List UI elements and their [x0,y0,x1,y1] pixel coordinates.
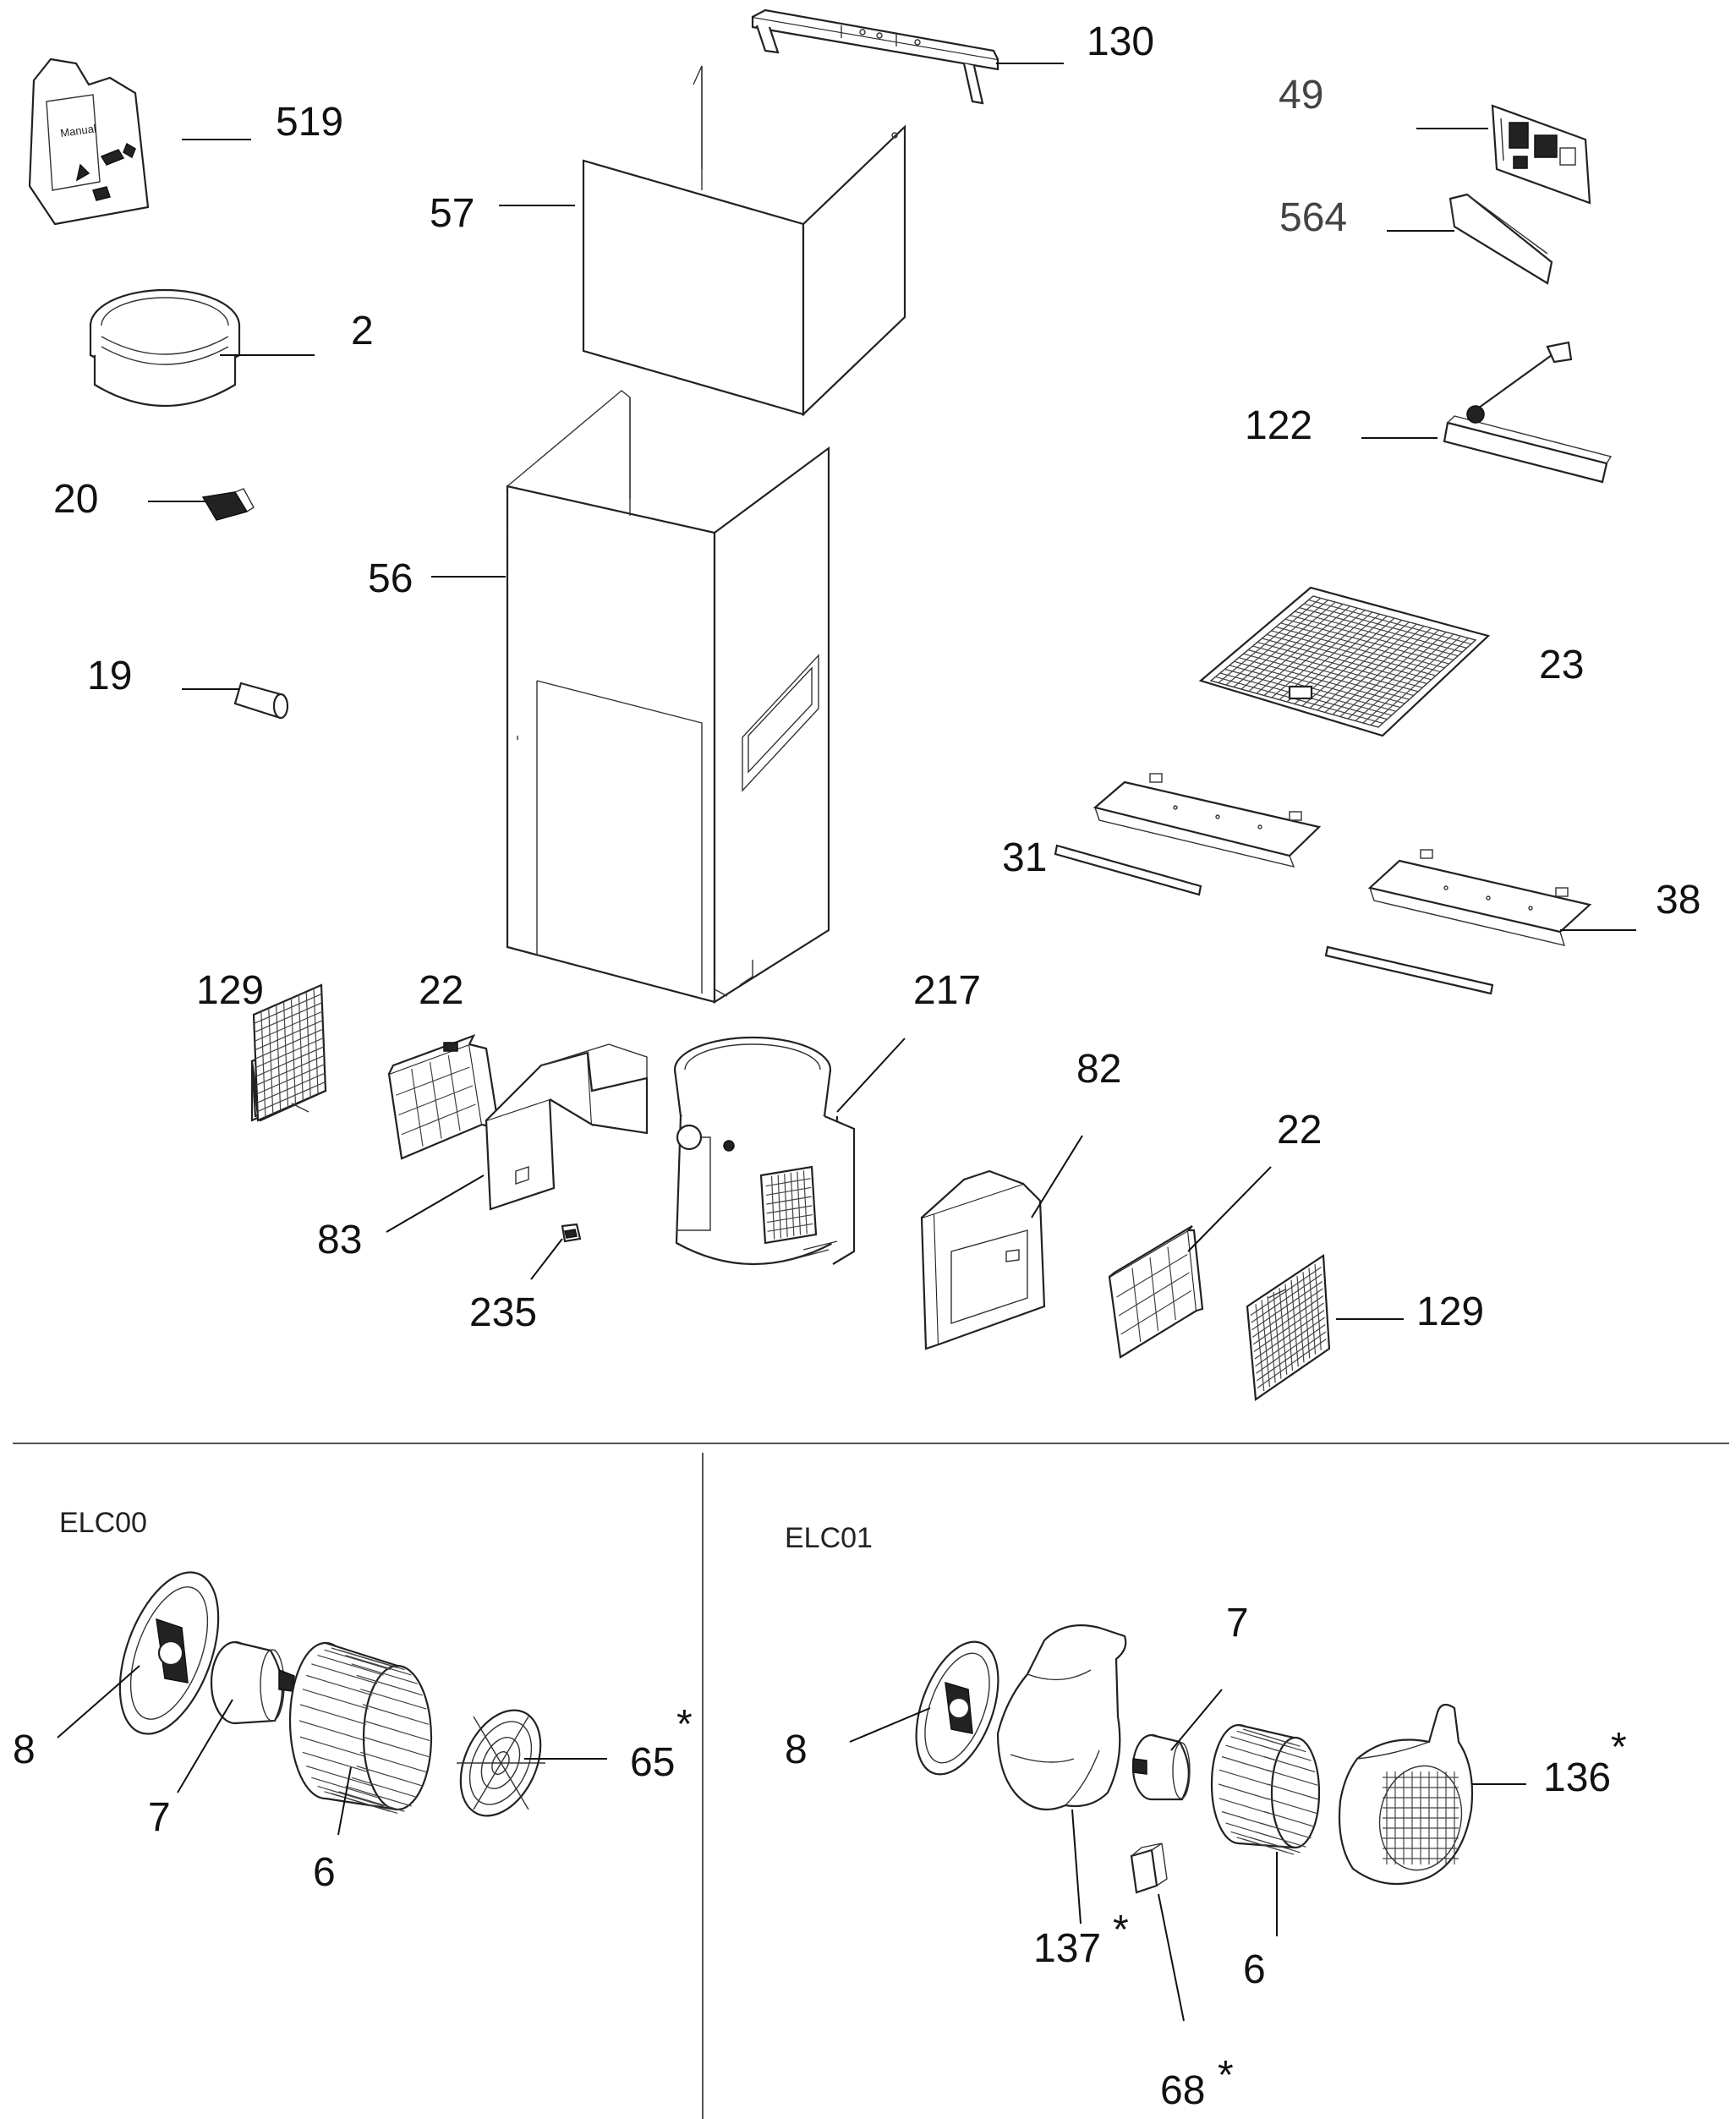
callout-217: 217 [913,968,981,1013]
callout-57: 57 [430,191,474,236]
part-20-connector [201,488,255,521]
part-130-bracket [751,8,999,105]
callout-122: 122 [1245,403,1312,448]
elc00-part-65-guard [457,1709,545,1817]
part-129-right-grid [1246,1254,1331,1401]
elc00-part-8-mount-plate [118,1571,220,1735]
callout-82: 82 [1076,1047,1121,1092]
elc01-callout-136-star: * [1611,1725,1627,1770]
elc01-callout-137: 137 [1033,1926,1101,1971]
callout-129-right: 129 [1416,1289,1484,1334]
part-83-side-duct [485,1043,649,1211]
part-235-clip [561,1223,582,1243]
elc01-callout-7: 7 [1226,1601,1249,1645]
callout-235: 235 [469,1290,537,1335]
part-2-duct-collar [89,288,241,408]
grease-filter-mesh [1215,597,1471,725]
callout-56: 56 [368,556,413,601]
callout-83: 83 [317,1218,362,1262]
elc01-part-136-housing [1338,1703,1474,1886]
callout-2: 2 [351,309,374,353]
elc01-callout-68: 68 [1160,2068,1205,2113]
elc00-part-6-blower-wheel [288,1641,433,1814]
elc00-callout-6: 6 [313,1850,336,1895]
callout-20: 20 [53,477,98,522]
callout-22-left: 22 [419,968,463,1013]
part-38-panel [1324,849,1592,995]
callout-23: 23 [1539,643,1584,687]
callout-519: 519 [276,100,343,145]
callout-130: 130 [1087,19,1154,64]
part-122-light-bar [1443,341,1613,484]
part-56-lower-chimney [506,390,830,1004]
elc00-callout-65: 65 [630,1740,675,1785]
callout-49: 49 [1279,73,1323,118]
callout-19: 19 [87,654,132,698]
elc01-part-6-blower-wheel [1210,1723,1321,1855]
part-19-cylinder [233,682,289,720]
part-82-side-duct [920,1169,1046,1350]
callout-564: 564 [1279,195,1347,240]
elc01-callout-136: 136 [1543,1755,1611,1800]
elc00-part-7-motor [210,1640,295,1725]
part-31-strip [1054,773,1322,896]
part-22-right-filter [1108,1225,1204,1359]
leader-lines [57,63,1636,2022]
section-title-elc01: ELC01 [785,1522,873,1554]
part-49-control-board [1491,104,1591,205]
callout-22-right: 22 [1277,1108,1322,1153]
elc00-callout-65-star: * [676,1702,693,1747]
elc01-part-68-capacitor [1130,1842,1168,1894]
elc01-callout-68-star: * [1218,2053,1234,2098]
part-22-left-filter [387,1034,501,1160]
part-519-accessory-bag: Manual [28,57,150,226]
elc01-part-7-motor [1131,1733,1191,1801]
callout-129-left: 129 [196,968,264,1013]
elc01-part-137-scroll [996,1624,1127,1811]
elc01-callout-137-star: * [1113,1908,1129,1952]
elc00-callout-7: 7 [148,1795,171,1840]
elc01-callout-8: 8 [785,1728,808,1772]
part-129-left-grid [250,983,327,1122]
section-title-elc00: ELC00 [59,1507,147,1539]
part-564-cover [1448,193,1553,285]
callout-38: 38 [1656,878,1700,923]
part-57-upper-chimney [582,65,906,417]
elc01-part-8-mount-plate [915,1640,999,1776]
elc00-callout-8: 8 [13,1728,36,1772]
part-217-motor-housing [673,1036,856,1265]
callout-31: 31 [1002,835,1047,880]
bag-manual-text: Manual [59,122,96,140]
part-23-grease-filter [1198,586,1491,737]
elc01-callout-6: 6 [1243,1947,1266,1992]
